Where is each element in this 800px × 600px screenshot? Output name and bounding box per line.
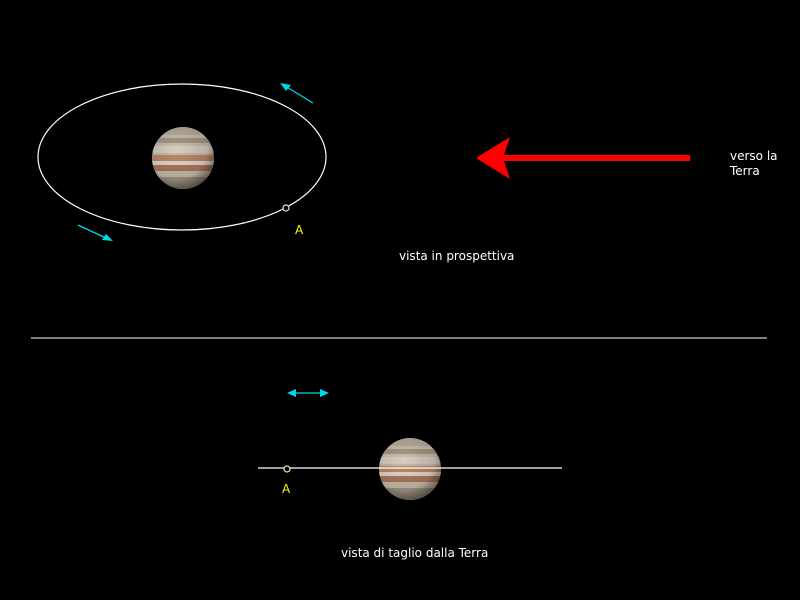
- motion-arrow-top-right-icon: [280, 83, 314, 104]
- perspective-caption: vista in prospettiva: [399, 249, 515, 263]
- earth-direction-arrow-icon: [476, 137, 690, 179]
- earth-direction-label-line2: Terra: [730, 164, 760, 178]
- motion-arrow-bottom-left-icon: [77, 224, 113, 241]
- planet-top: [152, 127, 214, 189]
- orbit-ellipse: [37, 83, 327, 231]
- point-label-bottom: A: [282, 482, 291, 496]
- point-marker-bottom: [283, 465, 291, 473]
- point-label-top: A: [295, 223, 304, 237]
- point-marker-top: [282, 204, 290, 212]
- edge-caption: vista di taglio dalla Terra: [341, 546, 489, 560]
- planet-bottom: [379, 438, 441, 500]
- oscillation-arrow-icon: [287, 389, 329, 397]
- earth-direction-label-line1: verso la: [730, 149, 778, 163]
